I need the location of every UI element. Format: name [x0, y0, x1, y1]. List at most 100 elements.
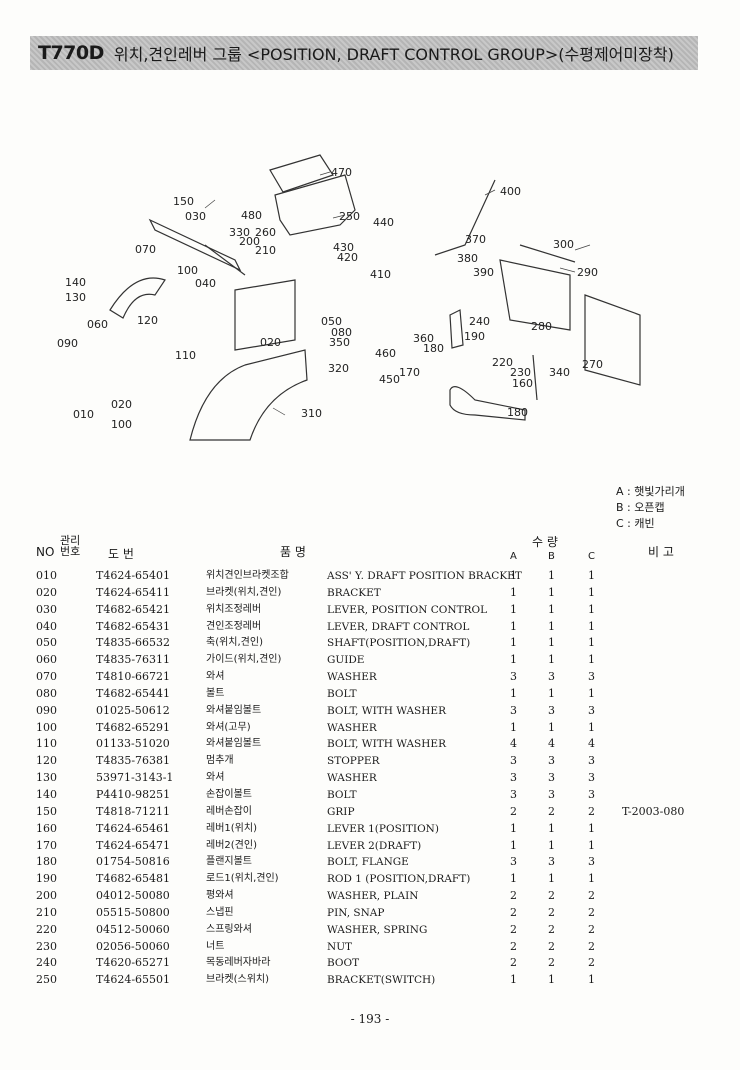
- english-name: ROD 1 (POSITION,DRAFT): [327, 873, 471, 886]
- qty-a: 1: [510, 585, 517, 599]
- header-qty: 수 량: [532, 535, 558, 549]
- english-name: NUT: [327, 940, 353, 953]
- svg-text:020: 020: [260, 336, 281, 349]
- part-no: 190: [36, 872, 57, 886]
- qty-b: 4: [548, 737, 555, 751]
- qty-c: 3: [588, 771, 595, 785]
- model-code: T770D: [38, 42, 104, 64]
- drawing-number: T4810-66721: [96, 670, 171, 684]
- qty-c: 1: [588, 872, 595, 886]
- english-name: PIN, SNAP: [327, 906, 385, 919]
- english-name: ASS' Y. DRAFT POSITION BRACKET: [327, 570, 522, 582]
- svg-text:160: 160: [512, 377, 533, 390]
- svg-text:080: 080: [331, 326, 352, 339]
- korean-name: 브라켓(스위치): [206, 974, 270, 986]
- drawing-number: T4624-65411: [96, 585, 171, 599]
- drawing-number: 01025-50612: [96, 703, 170, 717]
- qty-b: 1: [548, 821, 555, 835]
- qty-b: 2: [548, 804, 555, 818]
- drawing-number: 01133-51020: [96, 737, 170, 751]
- english-name: BOLT, FLANGE: [327, 856, 409, 869]
- qty-b: 1: [548, 872, 555, 886]
- drawing-number: T4624-65461: [96, 821, 171, 835]
- qty-a: 2: [510, 804, 517, 818]
- qty-a: 1: [510, 720, 517, 734]
- drawing-number: T4624-65501: [96, 973, 171, 987]
- drawing-number: 02056-50060: [96, 939, 170, 953]
- part-no: 120: [36, 754, 57, 768]
- qty-a: 1: [510, 569, 517, 582]
- qty-c: 3: [588, 787, 595, 801]
- korean-name: 와셔붙임볼트: [206, 704, 262, 716]
- english-name: BOOT: [327, 957, 360, 970]
- svg-text:460: 460: [375, 347, 396, 360]
- korean-name: 와셔(고무): [206, 721, 251, 733]
- drawing-number: T4682-65481: [96, 872, 171, 886]
- qty-c: 3: [588, 855, 595, 869]
- qty-c: 2: [588, 922, 595, 936]
- drawing-number: 01754-50816: [96, 855, 170, 869]
- qty-b: 2: [548, 939, 555, 953]
- korean-name: 브라켓(위치,견인): [206, 586, 282, 598]
- qty-b: 1: [548, 569, 555, 582]
- svg-text:450: 450: [379, 373, 400, 386]
- korean-name: 손잡이볼트: [206, 788, 252, 800]
- qty-a: 1: [510, 973, 517, 987]
- english-name: LEVER 2(DRAFT): [327, 839, 422, 852]
- korean-name: 볼트: [206, 687, 225, 699]
- qty-b: 1: [548, 720, 555, 734]
- korean-name: 축(위치,견인): [206, 637, 263, 649]
- part-no: 050: [36, 636, 57, 650]
- drawing-number: 05515-50800: [96, 905, 170, 919]
- svg-text:100: 100: [111, 418, 132, 431]
- qty-c: 3: [588, 754, 595, 768]
- qty-c: 3: [588, 703, 595, 717]
- qty-c: 4: [588, 737, 595, 751]
- group-title: 위치,견인레버 그룹 <POSITION, DRAFT CONTROL GROU…: [113, 45, 674, 64]
- qty-a: 2: [510, 939, 517, 953]
- part-no: 150: [36, 804, 57, 818]
- english-name: BRACKET: [327, 586, 381, 599]
- part-no: 040: [36, 619, 57, 633]
- qty-b: 3: [548, 771, 555, 785]
- svg-text:330: 330: [229, 226, 250, 239]
- svg-text:200: 200: [239, 235, 260, 248]
- table-header: NO 관리 번호 도 번 품 명 수 량 A B C 비 고: [30, 533, 710, 567]
- english-name: SHAFT(POSITION,DRAFT): [327, 637, 471, 650]
- qty-b: 1: [548, 585, 555, 599]
- part-no: 170: [36, 838, 57, 852]
- qty-a: 1: [510, 619, 517, 633]
- drawing-number: T4682-65441: [96, 686, 171, 700]
- part-no: 240: [36, 956, 57, 970]
- part-no: 080: [36, 686, 57, 700]
- header-drawing: 도 번: [108, 547, 134, 561]
- drawing-number: T4620-65271: [96, 956, 171, 970]
- qty-c: 2: [588, 905, 595, 919]
- qty-a: 3: [510, 703, 517, 717]
- drawing-number: 04012-50080: [96, 889, 170, 903]
- callout-leaders: [204, 171, 591, 416]
- legend-c: C : 캐빈: [616, 517, 655, 530]
- part-no: 140: [36, 787, 57, 801]
- english-name: WASHER, SPRING: [327, 923, 428, 936]
- page-number: - 193 -: [350, 1012, 390, 1026]
- qty-a: 1: [510, 838, 517, 852]
- header-c: C: [588, 551, 595, 562]
- korean-name: 와셔: [206, 671, 225, 683]
- qty-b: 2: [548, 905, 555, 919]
- english-name: BOLT, WITH WASHER: [327, 738, 446, 751]
- svg-text:220: 220: [492, 356, 513, 369]
- drawing-number: T4682-65421: [96, 602, 171, 616]
- svg-text:240: 240: [469, 315, 490, 328]
- korean-name: 플랜지볼트: [206, 856, 252, 868]
- svg-text:360: 360: [413, 332, 434, 345]
- svg-text:120: 120: [137, 314, 158, 327]
- legend-b: B : 오픈캡: [616, 501, 665, 514]
- drawing-number: T4682-65291: [96, 720, 171, 734]
